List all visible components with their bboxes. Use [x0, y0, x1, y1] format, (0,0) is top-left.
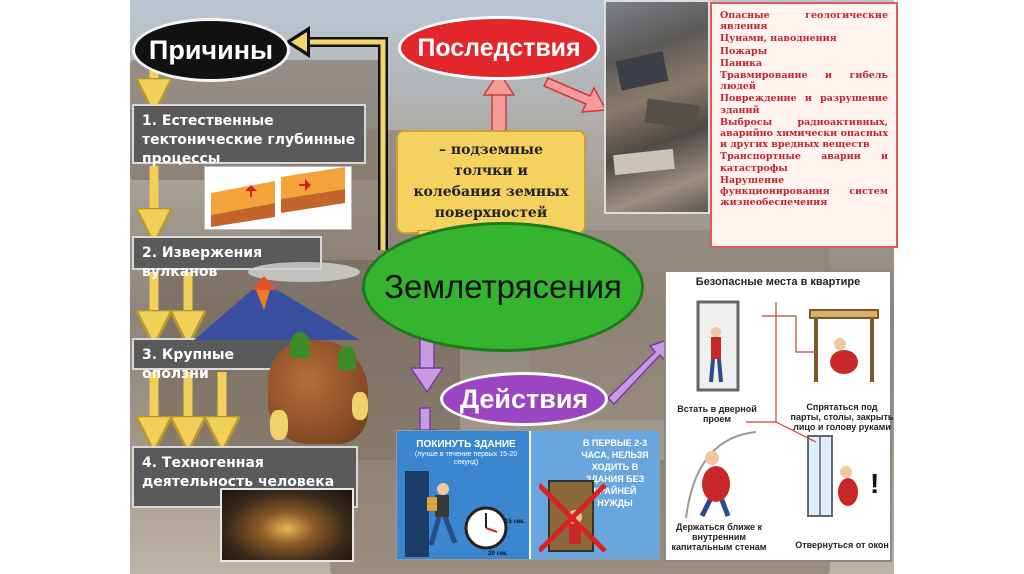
cause-2-box: 2. Извержения вулканов [132, 236, 322, 280]
tectonic-plates-illustration [204, 166, 352, 230]
arrow-to-consequences [482, 70, 516, 137]
earthquake-oval: Землетрясения [362, 222, 644, 352]
clock-icon [464, 506, 508, 550]
consequence-item: Паника [720, 57, 763, 69]
consequence-item: Пожары [720, 45, 768, 57]
evacuate-subtitle: (лучше в течение первых 15-20 секунд) [414, 451, 518, 466]
safe-places-title: Безопасные места в квартире [695, 276, 861, 288]
consequence-item: Транспортные аварии и катастрофы [720, 151, 888, 174]
consequence-item: Травмирование и гибель людей [720, 70, 888, 93]
actions-oval: Действия [440, 372, 608, 426]
no-entry-icon [539, 480, 607, 553]
consequence-item: Опасные геологические явления [720, 10, 888, 33]
consequence-item: Повреждение и разрушение зданий [720, 93, 888, 116]
consequence-item: Нарушение функционирования систем жизнео… [720, 174, 888, 209]
exclamation-mark: ! [870, 468, 880, 499]
consequences-oval: Последствия [398, 16, 600, 80]
consequences-list: Опасные геологические явления Цунами, на… [710, 2, 898, 248]
actions-title: Действия [459, 383, 589, 414]
cause-3-box: 3. Крупные оползни [132, 338, 294, 382]
evacuate-section: ПОКИНУТЬ ЗДАНИЕ (лучше в течение первых … [397, 431, 529, 559]
evacuate-title: ПОКИНУТЬ ЗДАНИЕ [416, 439, 516, 450]
safe-place-caption-1: Встать в дверной проем [677, 404, 757, 424]
safe-places-connectors [746, 302, 817, 443]
cause-3-text: 3. Крупные оползни [142, 347, 235, 382]
do-not-enter-text: В ПЕРВЫЕ 2-3 ЧАСА, НЕЛЬЗЯ ХОДИТЬ В ЗДАНИ… [581, 438, 649, 508]
inner-wall-icon [685, 431, 757, 519]
do-not-enter-section: В ПЕРВЫЕ 2-3 ЧАСА, НЕЛЬЗЯ ХОДИТЬ В ЗДАНИ… [531, 431, 659, 559]
turn-from-window-icon [807, 435, 858, 517]
doorway-icon [696, 300, 740, 392]
clock-label-20: 20 сек. [488, 551, 508, 557]
arrow-to-disaster-photo [542, 77, 608, 113]
cause-1-box: 1. Естественные тектонические глубинные … [132, 104, 366, 167]
cause-2-text: 2. Извержения вулканов [142, 245, 263, 280]
tectonic-plates-image [211, 167, 345, 227]
causes-oval: Причины [132, 18, 290, 82]
earthquake-title: Землетрясения [384, 268, 622, 305]
causes-title: Причины [148, 34, 274, 65]
consequence-item: Выбросы радиоактивных, аварийно химическ… [720, 116, 888, 151]
cause-1-text: 1. Естественные тектонические глубинные … [142, 113, 356, 167]
cause-arrows [154, 70, 222, 434]
safe-place-caption-3: Держаться ближе к внутренним капитальным… [671, 522, 767, 552]
mine-tunnel-photo [220, 488, 354, 562]
disaster-photo [604, 0, 710, 214]
under-table-icon [809, 309, 879, 382]
safe-place-caption-4: Отвернуться от окон [795, 540, 889, 550]
consequence-item: Цунами, наводнения [720, 33, 837, 45]
cause-4-text: 4. Техногенная деятельность человека [142, 455, 335, 490]
cause-4-box: 4. Техногенная деятельность человека [132, 446, 358, 508]
arrow-to-safe-places [606, 336, 674, 406]
safe-place-caption-2: Спрятаться под парты, столы, закрыть лиц… [790, 402, 894, 432]
clock-label-15: 15 сек. [505, 519, 525, 525]
definition-text: – подземные толчки и колебания земных по… [413, 142, 569, 221]
running-person-icon [405, 471, 458, 557]
definition-callout: – подземные толчки и колебания земных по… [396, 130, 586, 234]
landslide-illustration [268, 332, 368, 444]
safe-places-panel: Безопасные места в квартире Встать в две… [664, 270, 894, 562]
volcano-illustration [194, 262, 360, 340]
actions-panel: ПОКИНУТЬ ЗДАНИЕ (лучше в течение первых … [396, 430, 660, 560]
consequences-title: Последствия [417, 33, 581, 62]
